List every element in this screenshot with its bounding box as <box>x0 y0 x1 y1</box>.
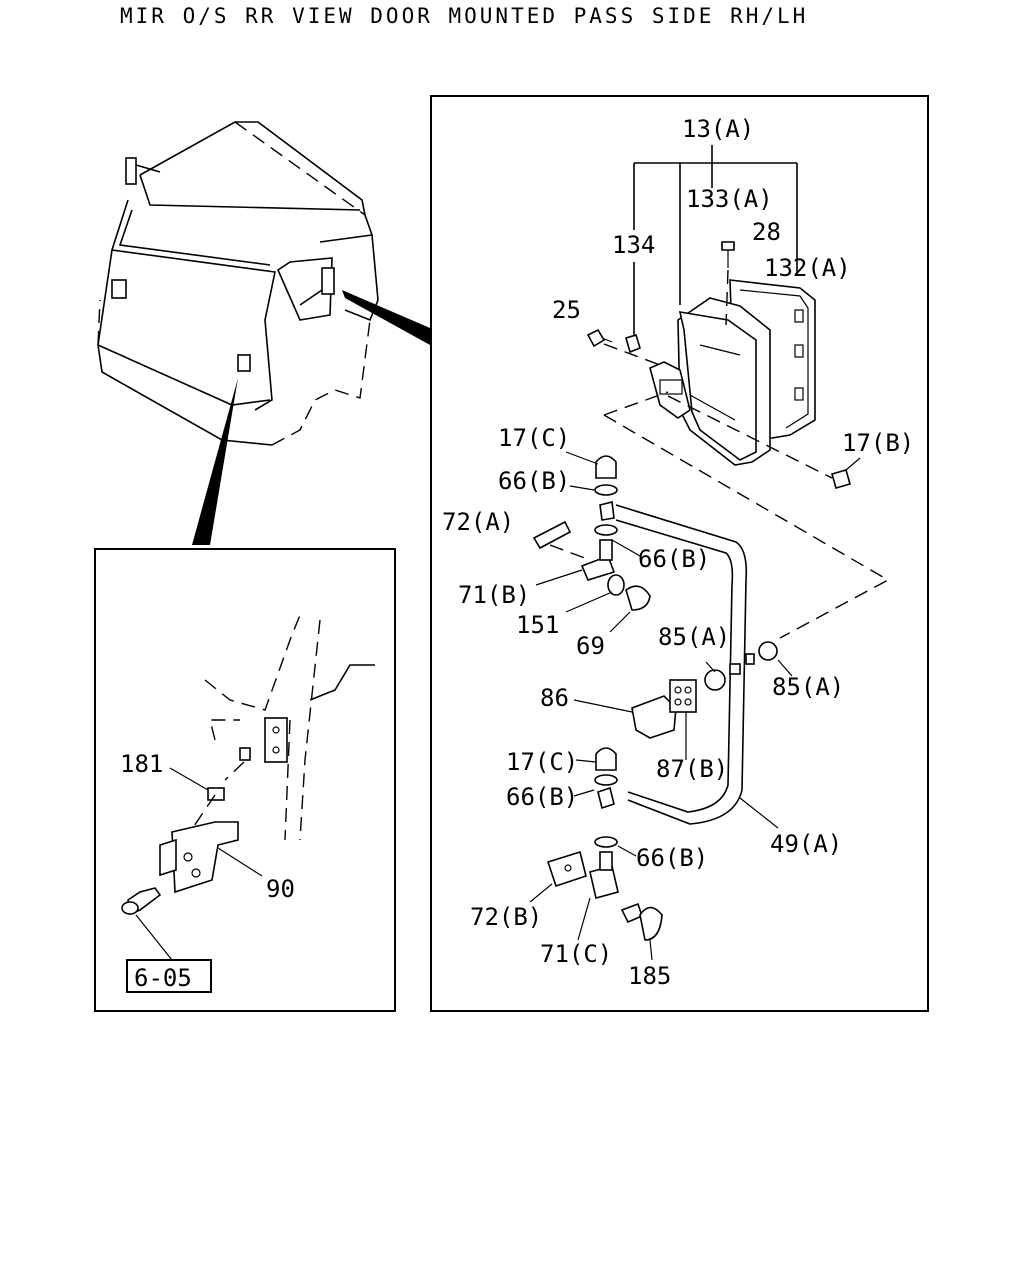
callout-86: 86 <box>540 684 569 712</box>
callout-17b: 17(B) <box>842 429 914 457</box>
callout-66b-3: 66(B) <box>506 783 578 811</box>
inset-detail-illustration <box>121 614 375 993</box>
truck-cab-illustration <box>97 121 430 545</box>
callout-85a-2: 85(A) <box>772 673 844 701</box>
callout-28: 28 <box>752 218 781 246</box>
reference-6-05[interactable]: 6-05 <box>134 964 192 992</box>
callout-49a: 49(A) <box>770 830 842 858</box>
main-detail-frame <box>430 95 929 1012</box>
callout-17c-low: 17(C) <box>506 748 578 776</box>
callout-151: 151 <box>516 611 559 639</box>
diagram-title: MIR O/S RR VIEW DOOR MOUNTED PASS SIDE R… <box>120 4 809 28</box>
callout-66b-4: 66(B) <box>636 844 708 872</box>
inset-detail-frame <box>94 548 396 1012</box>
callout-72a: 72(A) <box>442 508 514 536</box>
callout-66b-2: 66(B) <box>638 545 710 573</box>
callout-66b-1: 66(B) <box>498 467 570 495</box>
callout-134: 134 <box>612 231 655 259</box>
callout-185: 185 <box>628 962 671 990</box>
callout-90: 90 <box>266 875 295 903</box>
callout-85a-1: 85(A) <box>658 623 730 651</box>
callout-69: 69 <box>576 632 605 660</box>
callout-13a: 13(A) <box>682 115 754 143</box>
callout-71b: 71(B) <box>458 581 530 609</box>
callout-132a: 132(A) <box>764 254 851 282</box>
callout-133a: 133(A) <box>686 185 773 213</box>
reference-box <box>126 959 212 993</box>
callout-25: 25 <box>552 296 581 324</box>
callout-71c: 71(C) <box>540 940 612 968</box>
callout-181: 181 <box>120 750 163 778</box>
mirror-assembly-illustration <box>529 145 890 961</box>
callout-72b: 72(B) <box>470 903 542 931</box>
callout-87b: 87(B) <box>656 755 728 783</box>
callout-17c-top: 17(C) <box>498 424 570 452</box>
